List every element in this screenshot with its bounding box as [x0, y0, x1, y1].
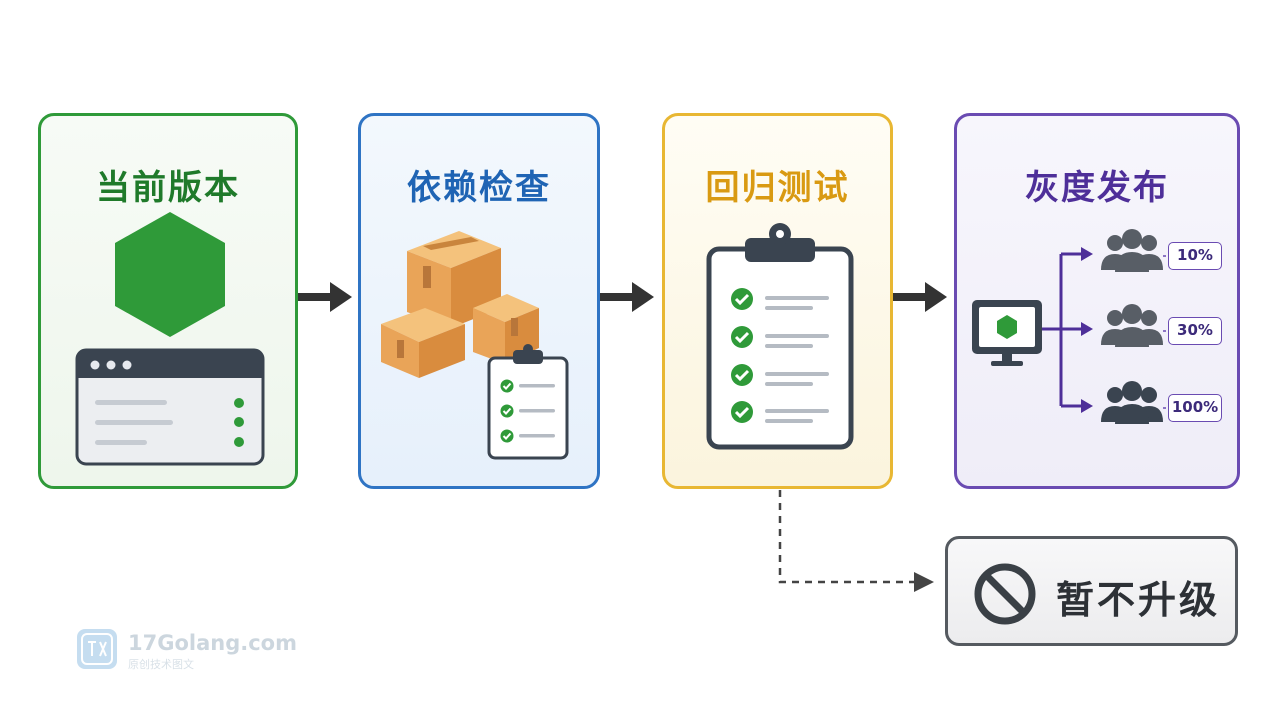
step-title-deps: 依赖检查 [407, 168, 551, 208]
boxes-icon [381, 231, 539, 378]
step-title-gray: 灰度发布 [1025, 168, 1169, 208]
arrow-right-icon [600, 282, 654, 312]
hexagon-icon [115, 212, 225, 337]
watermark-site: 17Golang.com [128, 631, 297, 655]
step-title-regression: 回归测试 [705, 168, 850, 208]
rollout-badge-30: 30% [1168, 317, 1222, 345]
clipboard-checklist-icon [487, 344, 569, 460]
skip-upgrade-box: 暂不升级 [945, 536, 1238, 646]
rollout-badge-10: 10% [1168, 242, 1222, 270]
dependency-illustration [381, 231, 569, 460]
skip-upgrade-label: 暂不升级 [1056, 578, 1221, 622]
user-group-icon [1101, 381, 1163, 424]
regression-illustration [706, 223, 854, 450]
step-current-version: 当前版本 [38, 113, 298, 489]
prohibited-icon [974, 563, 1036, 625]
user-group-icon [1101, 229, 1163, 272]
browser-window-icon [75, 348, 265, 466]
badge-connectors [1163, 255, 1169, 409]
step-dependency-check: 依赖检查 [358, 113, 600, 489]
watermark: 17Golang.com 原创技术图文 [76, 628, 297, 674]
rollout-branches [1042, 252, 1083, 408]
monitor-icon [972, 300, 1042, 366]
rollout-badge-100: 100% [1168, 394, 1222, 422]
arrow-right-icon [914, 572, 934, 592]
gray-release-illustration [972, 229, 1169, 424]
dashed-skip-path [778, 490, 916, 584]
step-title-current: 当前版本 [96, 168, 240, 208]
site-logo-icon [77, 629, 117, 669]
user-group-icon [1101, 304, 1163, 347]
arrow-right-icon [893, 282, 947, 312]
arrow-right-icon [1081, 247, 1093, 413]
watermark-subtitle: 原创技术图文 [128, 658, 194, 671]
step-regression-test: 回归测试 [662, 113, 893, 489]
current-version-illustration [75, 212, 265, 466]
clipboard-checklist-icon [706, 223, 854, 450]
step-gray-release: 灰度发布 [954, 113, 1240, 489]
arrow-right-icon [298, 282, 352, 312]
